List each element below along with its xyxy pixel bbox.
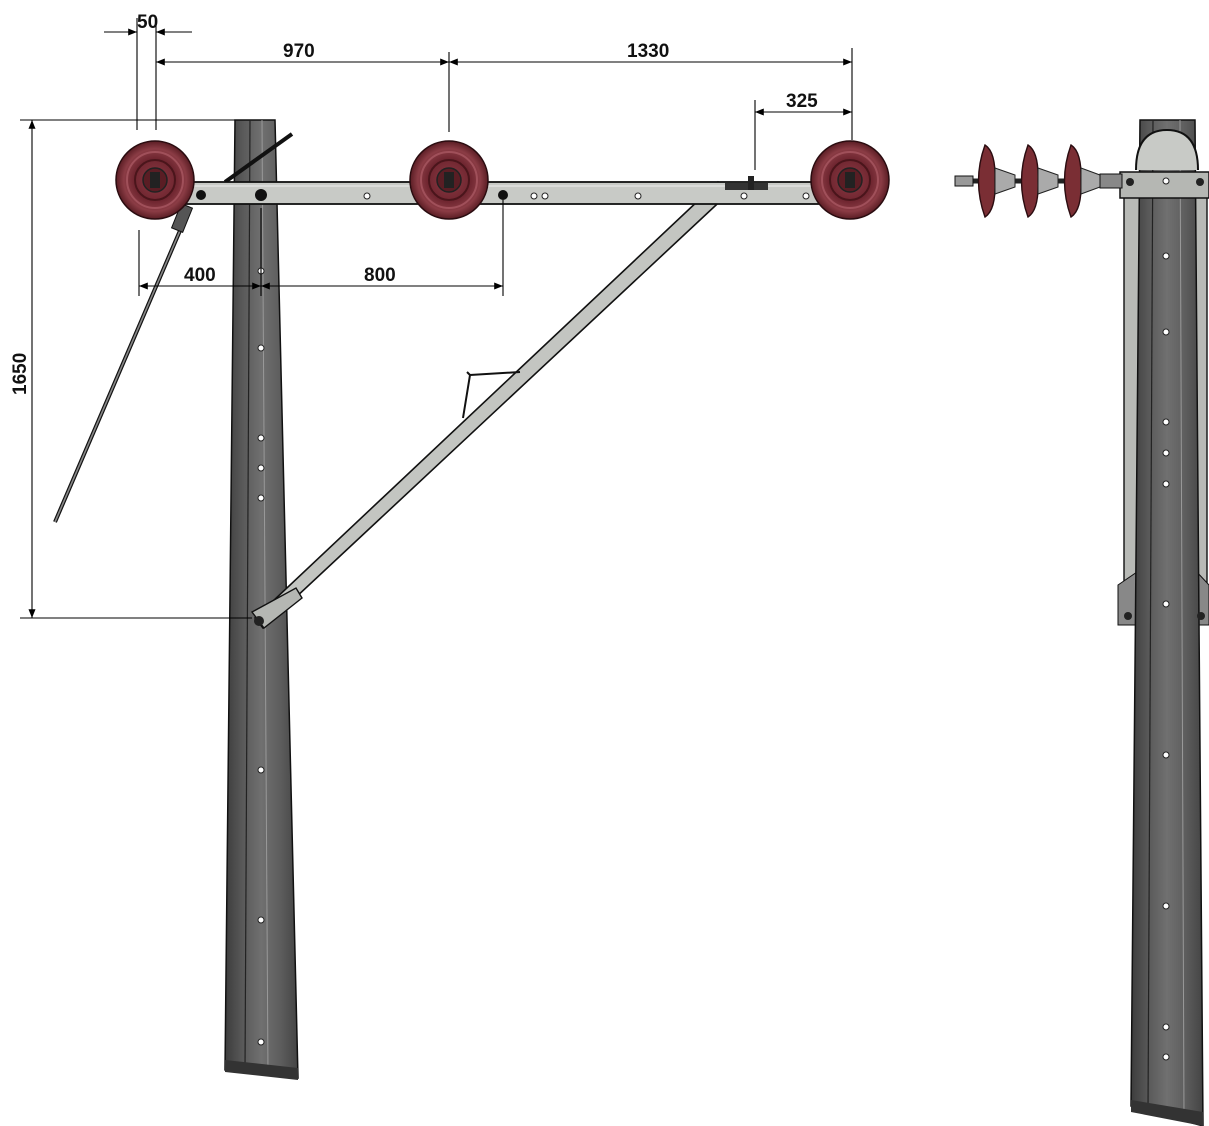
disc-insulator-icon [115, 140, 195, 220]
stay-rod [53, 132, 294, 523]
dim-label-1650: 1650 [10, 353, 31, 395]
dimension-labels: 50 970 1330 325 400 800 1650 [10, 12, 818, 395]
side-view-pole [1117, 119, 1209, 1126]
dim-label-400: 400 [184, 265, 216, 286]
disc-insulator-icon [810, 140, 890, 220]
dim-label-1330: 1330 [627, 41, 669, 62]
dimension-lines [20, 18, 853, 619]
dim-label-800: 800 [364, 265, 396, 286]
dim-label-50: 50 [137, 12, 158, 33]
front-view-pole [224, 119, 299, 1080]
crossarm [184, 176, 826, 205]
disc-insulator-icon [409, 140, 489, 220]
diagonal-brace [250, 180, 732, 630]
suspension-insulator-string-icon [954, 143, 1123, 219]
dim-label-325: 325 [786, 91, 818, 112]
dim-label-970: 970 [283, 41, 315, 62]
